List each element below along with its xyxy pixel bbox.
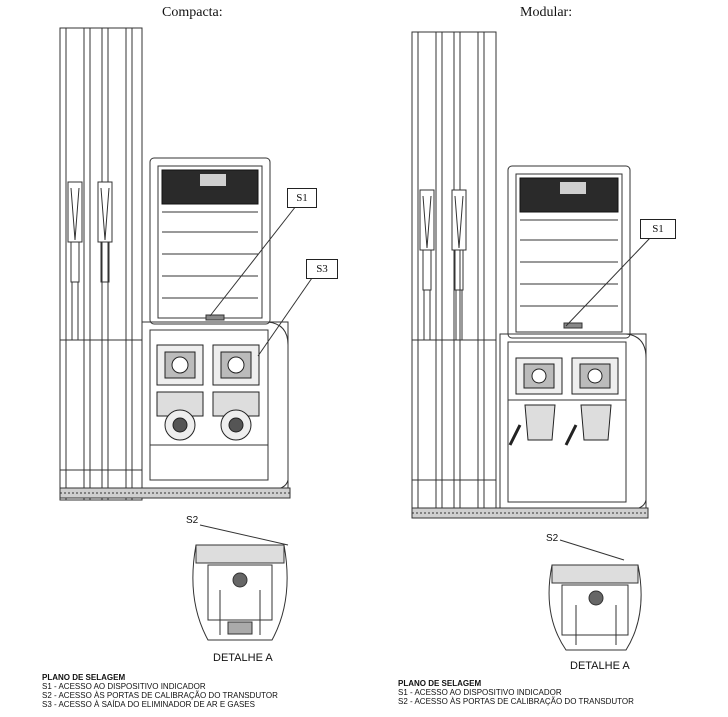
legend-heading: PLANO DE SELAGEM: [42, 673, 126, 682]
callout-s3-compacta: S3: [306, 259, 338, 279]
detail-callout-s2-modular: S2: [546, 533, 559, 544]
detail-callout-s2-compacta: S2: [186, 515, 199, 526]
modular-meter-right: [564, 357, 619, 446]
modular-title: Modular:: [520, 5, 573, 20]
compacta-meter-right: [212, 344, 260, 441]
legend-item: S2 - ACESSO ÀS PORTAS DE CALIBRAÇÃO DO T…: [42, 691, 278, 700]
modular-detail-a: [548, 539, 642, 651]
modular-column: [411, 31, 497, 511]
detail-a-label-compacta: DETALHE A: [213, 652, 273, 664]
compacta-meter-left: [156, 344, 204, 441]
modular-nozzle-left: [419, 189, 435, 340]
legend-item: S3 - ACESSO À SAÍDA DO ELIMINADOR DE AR …: [42, 700, 255, 709]
compacta-title: Compacta:: [162, 5, 223, 20]
s1-leader-compacta: [209, 205, 297, 317]
compacta-dispenser: [59, 27, 313, 501]
legend-modular: PLANO DE SELAGEM S1 - ACESSO AO DISPOSIT…: [398, 679, 718, 706]
detail-a-label-modular: DETALHE A: [570, 660, 630, 672]
s3-leader-compacta: [257, 277, 313, 357]
legend-heading: PLANO DE SELAGEM: [398, 679, 482, 688]
legend-item: S1 - ACESSO AO DISPOSITIVO INDICADOR: [398, 688, 562, 697]
compacta-base: [59, 487, 291, 499]
compacta-column: [59, 27, 143, 501]
callout-s1-modular: S1: [640, 219, 676, 239]
modular-dispenser: [411, 31, 651, 519]
callout-s1-compacta: S1: [287, 188, 317, 208]
compacta-nozzle-right: [97, 181, 113, 340]
legend-item: S1 - ACESSO AO DISPOSITIVO INDICADOR: [42, 682, 206, 691]
modular-nozzle-right: [451, 189, 467, 340]
legend-item: S2 - ACESSO ÀS PORTAS DE CALIBRAÇÃO DO T…: [398, 697, 634, 706]
s1-leader-modular: [565, 237, 651, 327]
compacta-nozzle-left: [67, 181, 83, 340]
compacta-display-head: [149, 157, 271, 325]
legend-compacta: PLANO DE SELAGEM S1 - ACESSO AO DISPOSIT…: [42, 673, 372, 709]
modular-display-head: [507, 165, 631, 339]
modular-meter-left: [508, 357, 563, 446]
compacta-detail-a: [192, 524, 289, 641]
